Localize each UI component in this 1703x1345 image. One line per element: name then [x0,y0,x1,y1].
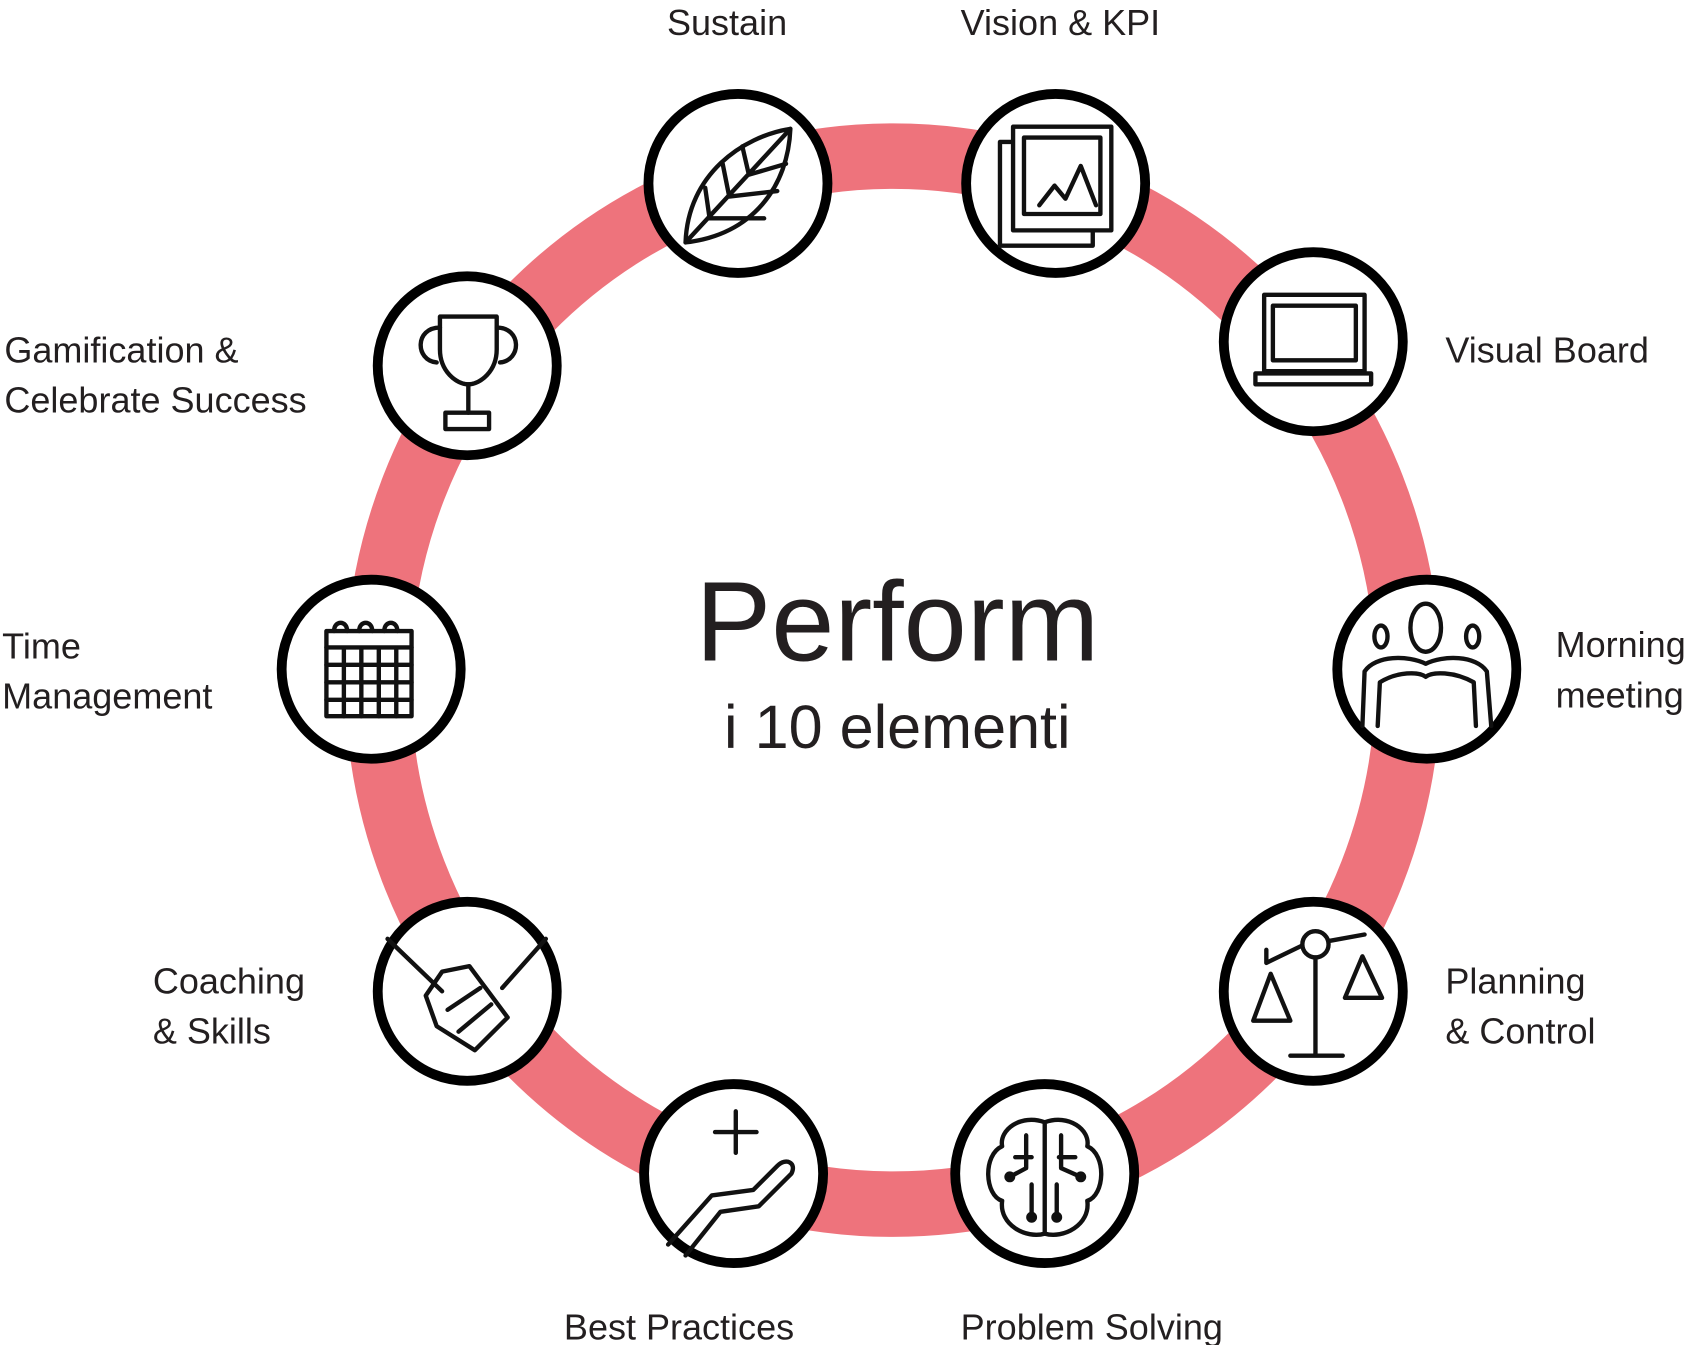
leaf-icon [683,126,793,245]
label-time-2: Management [2,676,212,717]
brain-circuit-icon [986,1117,1104,1237]
label-vision-kpi: Vision & KPI [961,2,1161,43]
element-best-practices: Best Practices [564,1079,829,1345]
label-gamification-2: Celebrate Success [4,380,306,421]
label-visual-board: Visual Board [1445,329,1649,370]
element-visual-board: Visual Board [1218,247,1649,437]
label-morning-meeting-1: Morning [1556,624,1686,665]
element-sustain: Sustain [643,2,833,278]
element-morning-meeting: Morning meeting [1332,574,1686,764]
picture-frame-icon [997,124,1114,248]
people-group-icon [1360,601,1494,729]
element-time-management: Time Management [2,574,466,764]
label-problem-solving: Problem Solving [961,1307,1223,1345]
element-gamification: Gamification & Celebrate Success [4,271,562,461]
element-coaching-skills: Coaching & Skills [153,896,562,1086]
scale-icon [1251,929,1385,1058]
element-vision-kpi: Vision & KPI [961,2,1161,278]
label-morning-meeting-2: meeting [1556,674,1684,715]
handshake-icon [385,936,549,1053]
calendar-icon [324,620,414,719]
label-best-practices: Best Practices [564,1307,794,1345]
label-sustain: Sustain [667,2,787,43]
element-problem-solving: Problem Solving [950,1079,1223,1345]
element-planning-control: Planning & Control [1218,896,1596,1086]
label-coaching-1: Coaching [153,960,305,1001]
laptop-icon [1253,292,1374,387]
label-coaching-2: & Skills [153,1011,271,1052]
diagram-subtitle: i 10 elementi [724,693,1071,761]
label-planning-1: Planning [1445,960,1585,1001]
label-gamification-1: Gamification & [4,329,238,370]
label-planning-2: & Control [1445,1011,1595,1052]
hand-plus-icon [665,1109,795,1258]
label-time-1: Time [2,625,81,666]
diagram-title: Perform [696,558,1100,685]
trophy-icon [418,314,519,432]
